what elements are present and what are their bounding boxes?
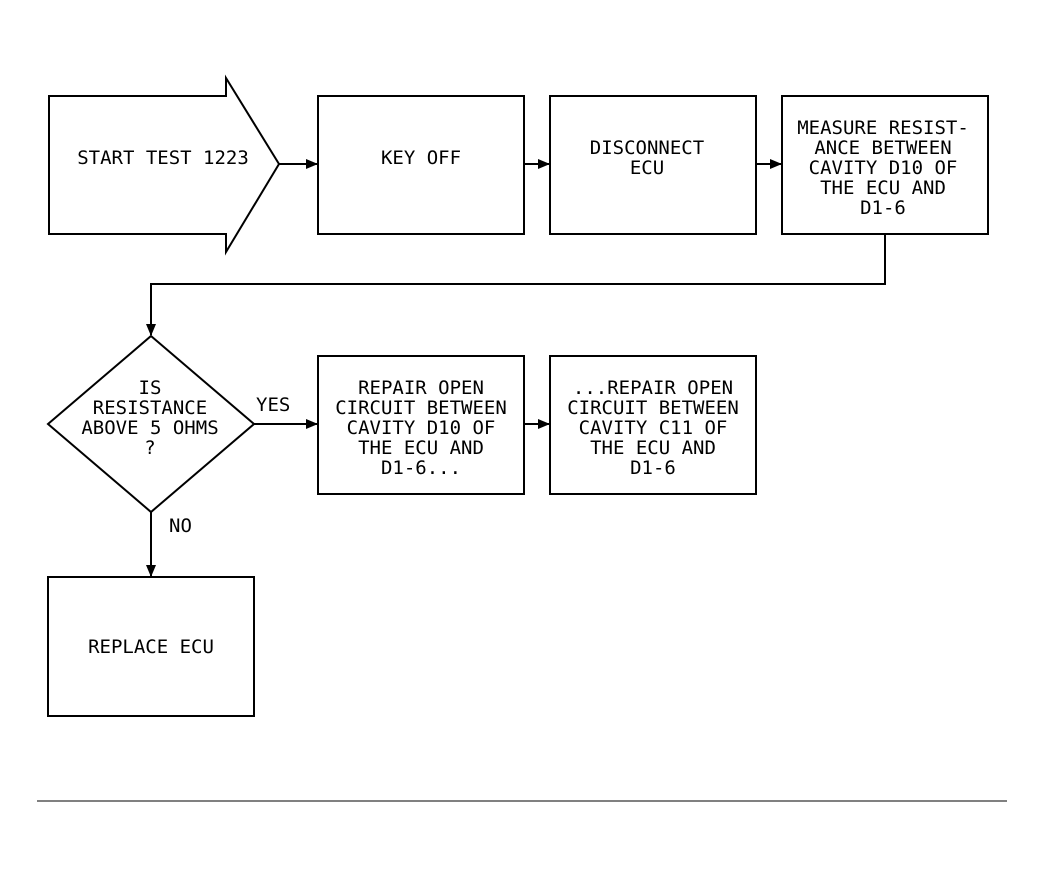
- text-line: THE ECU AND: [358, 437, 484, 459]
- no-branch-label: NO: [169, 515, 192, 537]
- start-node-shape: [48, 74, 281, 256]
- text-line: ABOVE 5 OHMS: [81, 417, 218, 439]
- text-line: ?: [144, 437, 155, 459]
- replace-ecu-box: [47, 576, 255, 717]
- text-line: REPLACE ECU: [88, 636, 214, 658]
- text-line: THE ECU AND: [590, 437, 716, 459]
- text-line: D1-6...: [381, 457, 461, 479]
- key-off-label: KEY OFF: [381, 147, 461, 169]
- text-line: CAVITY D10 OF: [347, 417, 496, 439]
- text-line: ECU: [630, 157, 664, 179]
- text-line: MEASURE RESIST-: [797, 117, 969, 139]
- text-line: D1-6: [860, 197, 906, 219]
- text-line: ANCE BETWEEN: [814, 137, 951, 159]
- text-line: D1-6: [630, 457, 676, 479]
- text-line: KEY OFF: [381, 147, 461, 169]
- text-line: REPAIR OPEN: [358, 377, 484, 399]
- arrow-measure-to-decision: [146, 234, 886, 336]
- text-line: CAVITY C11 OF: [579, 417, 728, 439]
- repair-c11-box: [549, 355, 757, 495]
- text-line: START TEST 1223: [77, 147, 249, 169]
- text-line: CIRCUIT BETWEEN: [567, 397, 739, 419]
- text-line: CAVITY D10 OF: [809, 157, 958, 179]
- yes-branch-label: YES: [256, 394, 290, 416]
- text-line: IS: [139, 377, 162, 399]
- start-node-label: START TEST 1223: [77, 147, 249, 169]
- text-line: DISCONNECT: [590, 137, 704, 159]
- replace-ecu-label: REPLACE ECU: [88, 636, 214, 658]
- text-line: RESISTANCE: [93, 397, 207, 419]
- text-line: ...REPAIR OPEN: [573, 377, 733, 399]
- text-line: THE ECU AND: [820, 177, 946, 199]
- text-line: CIRCUIT BETWEEN: [335, 397, 507, 419]
